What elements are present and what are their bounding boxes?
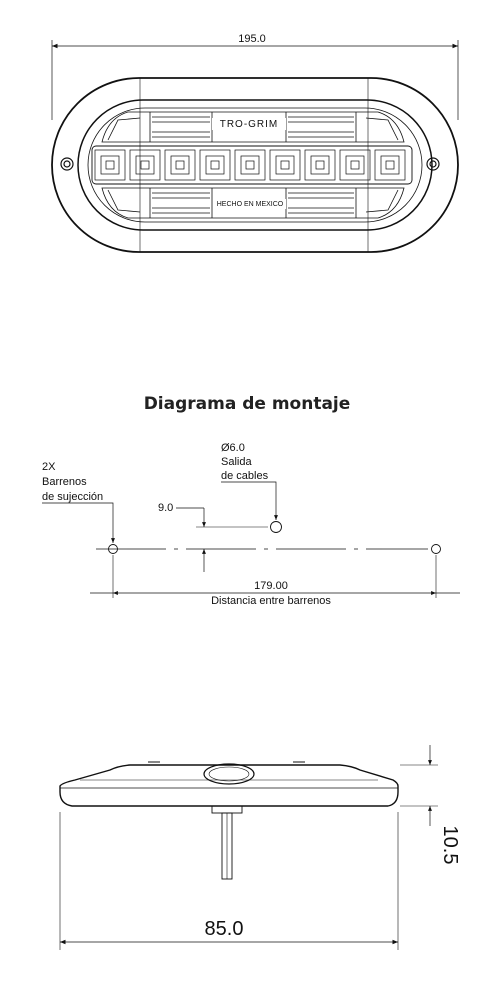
lens-outline — [77, 99, 433, 231]
cable-hole-label-line1: Salida — [221, 456, 252, 468]
height-dimension-label: 10.5 — [439, 826, 461, 865]
mount-hole-right — [426, 157, 440, 171]
bottom-led-bar — [101, 187, 405, 219]
width-dimension — [51, 40, 459, 120]
mounting-title: Diagrama de montaje — [144, 394, 351, 414]
distance-dimension-label: 179.00 — [254, 580, 288, 592]
housing-profile — [59, 764, 399, 807]
center-led-row — [91, 145, 413, 185]
holes-count-label: 2X — [42, 461, 56, 473]
origin-text: HECHO EN MEXICO — [217, 201, 284, 208]
brand-text: TRO-GRIM — [220, 119, 279, 130]
offset-dimension-label: 9.0 — [158, 502, 173, 514]
cable-hole-label-line2: de cables — [221, 470, 269, 482]
top-view — [51, 40, 459, 253]
side-view — [59, 745, 438, 950]
lens-dome — [203, 763, 255, 785]
mount-hole-left — [60, 157, 74, 171]
cable-boss — [211, 805, 243, 814]
housing-outline — [51, 77, 459, 253]
mount-hole-right-diagram — [431, 544, 441, 554]
holes-label-line2: de sujección — [42, 491, 103, 503]
mounting-diagram — [42, 481, 460, 598]
mount-hole-left-diagram — [108, 544, 118, 554]
width-dimension-label: 195.0 — [238, 33, 266, 45]
cable-hole-diameter: Ø6.0 — [221, 442, 245, 454]
distance-caption: Distancia entre barrenos — [211, 595, 331, 607]
depth-dimension-label: 85.0 — [205, 918, 244, 940]
holes-label-line1: Barrenos — [42, 476, 87, 488]
cable-exit-hole — [270, 521, 282, 533]
